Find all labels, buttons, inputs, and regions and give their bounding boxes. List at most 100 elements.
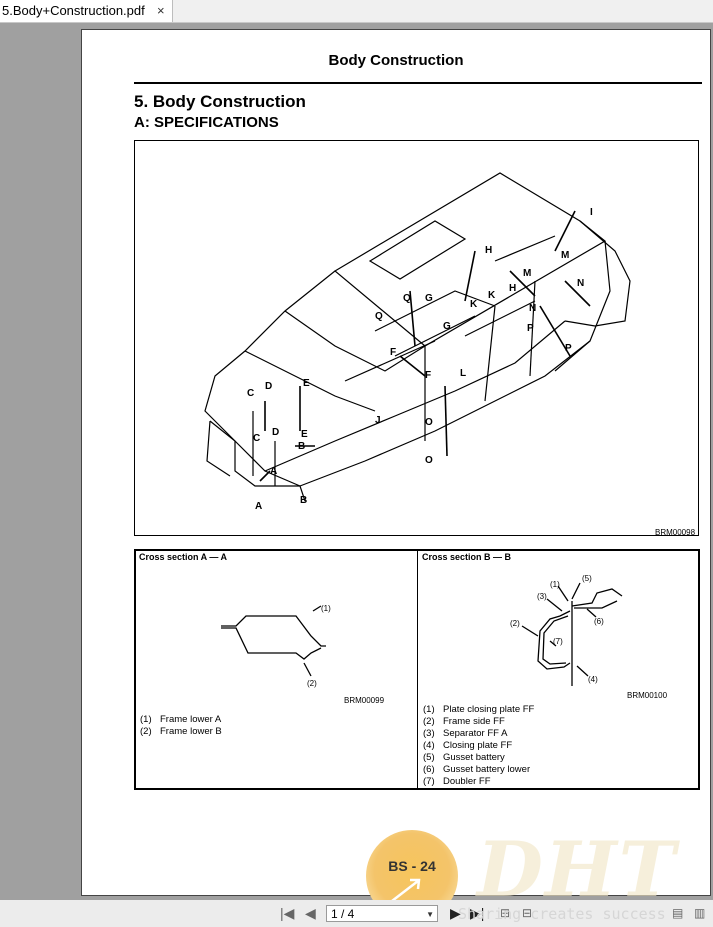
callout-a-inner: A <box>270 466 277 477</box>
next-page-icon[interactable]: ▶ <box>450 905 461 921</box>
callout-n-inner: N <box>529 303 536 314</box>
legend-num: (2) <box>140 726 152 737</box>
callout-n: N <box>577 278 584 289</box>
legend-label: Gusset battery <box>443 752 505 763</box>
two-page-icon[interactable]: ▥ <box>694 906 706 920</box>
chevron-down-icon[interactable]: ▼ <box>426 910 434 919</box>
callout-g: G <box>425 293 433 304</box>
cross-section-b-code: BRM00100 <box>627 691 668 700</box>
car-body-drawing: A A B B C C D D E E F F G G H H I J K K <box>204 172 631 512</box>
callout-m: M <box>523 268 531 279</box>
cs-a-callout-1: (1) <box>321 604 331 613</box>
legend-label: Frame lower B <box>160 726 222 737</box>
cs-b-callout-3: (3) <box>537 592 547 601</box>
tab-title: 5.Body+Construction.pdf <box>2 3 145 18</box>
legend-num: (6) <box>423 764 435 775</box>
page-field-value: 1 / 4 <box>331 907 355 921</box>
cs-b-callout-7: (7) <box>553 637 563 646</box>
document-tab[interactable]: 5.Body+Construction.pdf × <box>0 0 173 22</box>
legend-row: (1) Frame lower A <box>140 714 222 726</box>
cross-section-a-legend: (1) Frame lower A (2) Frame lower B <box>140 714 222 738</box>
body-structure-figure: A A B B C C D D E E F F G G H H I J K K <box>134 140 699 537</box>
callout-p: P <box>565 343 572 354</box>
legend-label: Gusset battery lower <box>443 764 531 775</box>
legend-row: (2) Frame side FF <box>423 716 534 728</box>
page-number-field[interactable]: 1 / 4 ▼ <box>326 905 438 922</box>
tab-bar: 5.Body+Construction.pdf × <box>0 0 713 23</box>
legend-num: (5) <box>423 752 435 763</box>
arrow-icon <box>391 878 421 902</box>
legend-row: (3)Separator FF A <box>423 728 534 740</box>
cs-a-callout-2: (2) <box>307 679 317 688</box>
legend-row: (4) Closing plate FF <box>423 740 534 752</box>
last-page-icon[interactable]: ▶| <box>470 905 485 921</box>
fit-page-icon[interactable]: ⊞ <box>500 906 511 920</box>
cs-b-callout-6: (6) <box>594 617 604 626</box>
header-rule <box>134 82 702 84</box>
callout-f-inner: F <box>390 347 396 358</box>
callout-b-lower: B <box>300 495 307 506</box>
dht-watermark: DHT <box>477 825 678 914</box>
legend-num: (3) <box>423 728 435 739</box>
legend-label: Closing plate FF <box>443 740 513 751</box>
pdf-page: Body Construction 5. Body Construction A… <box>81 29 711 922</box>
callout-h-inner: H <box>509 283 516 294</box>
cs-b-callout-1: (1) <box>550 580 560 589</box>
legend-row: (7) Doubler FF <box>423 776 534 788</box>
legend-label: Frame lower A <box>160 714 222 725</box>
cs-b-callout-5: (5) <box>582 574 592 583</box>
legend-num: (2) <box>423 716 435 727</box>
legend-row: (6) Gusset battery lower <box>423 764 534 776</box>
callout-e: E <box>301 429 308 440</box>
prev-page-icon[interactable]: ◀ <box>305 905 316 921</box>
callout-e-inner: E <box>303 378 310 389</box>
legend-num: (7) <box>423 776 435 787</box>
callout-q-inner: Q <box>375 311 383 322</box>
first-page-icon[interactable]: |◀ <box>280 905 295 921</box>
legend-label: Doubler FF <box>443 776 491 787</box>
callout-q: Q <box>403 293 411 304</box>
callout-a: A <box>255 501 262 512</box>
figure-code: BRM00098 <box>655 528 696 537</box>
cs-b-callout-4: (4) <box>588 675 598 684</box>
single-page-icon[interactable]: ▤ <box>672 906 684 920</box>
callout-h: H <box>485 245 492 256</box>
callout-o-inner: O <box>425 417 433 428</box>
page-header: Body Construction <box>328 52 464 69</box>
callout-f: F <box>425 370 431 381</box>
callout-b: B <box>298 441 305 452</box>
callout-c: C <box>253 433 260 444</box>
callout-d-inner: D <box>265 381 272 392</box>
callout-i: I <box>590 207 593 218</box>
cs-b-callout-2: (2) <box>510 619 520 628</box>
subsection-title: A: SPECIFICATIONS <box>134 114 279 131</box>
slogan-watermark: Sharing creates success <box>458 905 666 923</box>
cross-section-a-code: BRM00099 <box>344 696 385 705</box>
legend-num: (1) <box>140 714 152 725</box>
fit-width-icon[interactable]: ⊟ <box>522 906 533 920</box>
legend-num: (4) <box>423 740 435 751</box>
callout-m-inner: M <box>561 250 569 261</box>
cross-section-divider <box>417 551 418 788</box>
legend-row: (5) Gusset battery <box>423 752 534 764</box>
cross-section-b-drawing: (1) (2) (3) (4) (5) (6) (7) <box>510 574 623 686</box>
cross-section-a-title: Cross section A — A <box>139 552 228 562</box>
callout-p-inner: P <box>527 323 534 334</box>
page-number: BS - 24 <box>388 858 436 874</box>
tab-close-icon[interactable]: × <box>157 3 165 18</box>
legend-label: Plate closing plate FF <box>443 704 535 715</box>
callout-k-inner: K <box>488 290 496 301</box>
callout-d: D <box>272 427 279 438</box>
legend-num: (1) <box>423 704 435 715</box>
callout-g-inner: G <box>443 321 451 332</box>
legend-label: Frame side FF <box>443 716 505 727</box>
cross-section-table: Cross section A — A (1) (2) BRM00099 (1)… <box>134 549 700 790</box>
callout-c-inner: C <box>247 388 254 399</box>
cross-section-b-title: Cross section B — B <box>422 552 512 562</box>
callout-o: O <box>425 455 433 466</box>
callout-k: K <box>470 299 478 310</box>
callout-l: L <box>460 368 466 379</box>
section-title: 5. Body Construction <box>134 92 306 111</box>
legend-row: (1) Plate closing plate FF <box>423 704 534 716</box>
legend-row: (2) Frame lower B <box>140 726 222 738</box>
